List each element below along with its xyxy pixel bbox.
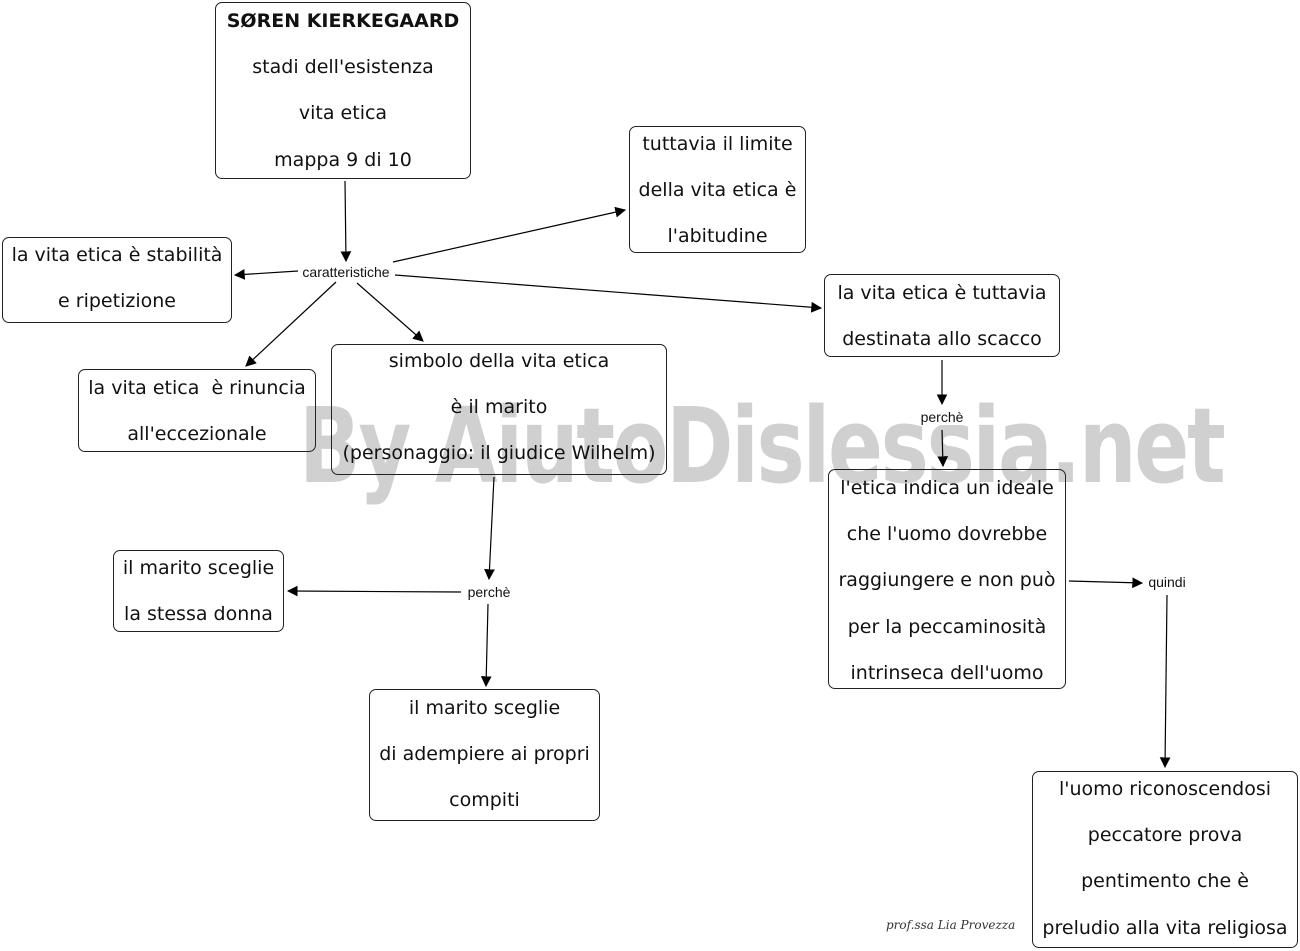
edge-caratteristiche-limite: [392, 206, 627, 263]
node-rinuncia: la vita etica è rinuncia all'eccezionale: [78, 369, 316, 452]
title-line-4: mappa 9 di 10: [274, 148, 412, 171]
simbolo-line-3: (personaggio: il giudice Wilhelm): [342, 442, 656, 465]
stessa-donna-line-1: il marito sceglie: [122, 557, 275, 579]
stabilita-line-2: e ripetizione: [58, 290, 176, 313]
limite-line-3: l'abitudine: [667, 225, 768, 248]
node-title: SØREN KIERKEGAARD stadi dell'esistenza v…: [215, 2, 471, 179]
edge-title-caratteristiche: [340, 180, 352, 263]
rinuncia-line-2: all'eccezionale: [127, 423, 267, 446]
stabilita-line-1: la vita etica è stabilità: [11, 244, 223, 266]
ideale-line-4: per la peccaminosità: [847, 615, 1047, 638]
edge-perche-compiti: [480, 603, 492, 688]
edge-ideale-quindi: [1068, 577, 1144, 589]
limite-line-1: tuttavia il limite: [642, 133, 793, 155]
title-line-1: SØREN KIERKEGAARD: [226, 10, 460, 32]
rinuncia-line-1: la vita etica è rinuncia: [88, 377, 306, 399]
limite-line-2: della vita etica è: [638, 179, 797, 202]
node-stessa-donna: il marito sceglie la stessa donna: [113, 550, 284, 632]
node-ideale: l'etica indica un ideale che l'uomo dovr…: [828, 469, 1066, 689]
edge-simbolo-perche: [484, 476, 495, 581]
scacco-line-2: destinata allo scacco: [842, 328, 1042, 351]
title-line-3: vita etica: [298, 102, 388, 125]
simbolo-line-2: è il marito: [450, 396, 548, 419]
link-label-perche-marito: perchè: [465, 584, 513, 600]
node-simbolo: simbolo della vita etica è il marito (pe…: [331, 344, 667, 475]
node-pentimento: l'uomo riconoscendosi peccatore prova pe…: [1032, 771, 1298, 948]
edge-caratteristiche-stabilita: [233, 268, 299, 280]
title-line-2: stadi dell'esistenza: [252, 56, 434, 79]
simbolo-line-1: simbolo della vita etica: [388, 350, 610, 372]
pentimento-line-3: pentimento che è: [1081, 870, 1249, 893]
ideale-line-1: l'etica indica un ideale: [840, 477, 1054, 499]
ideale-line-2: che l'uomo dovrebbe: [846, 523, 1048, 546]
link-label-caratteristiche: caratteristiche: [300, 264, 392, 280]
scacco-line-1: la vita etica è tuttavia: [837, 282, 1047, 304]
compiti-line-1: il marito sceglie: [408, 697, 561, 719]
edge-perche-ideale: [937, 429, 949, 468]
pentimento-line-1: l'uomo riconoscendosi: [1058, 778, 1272, 800]
ideale-line-5: intrinseca dell'uomo: [850, 661, 1044, 684]
node-limite: tuttavia il limite della vita etica è l'…: [629, 126, 806, 253]
edge-caratteristiche-rinuncia: [245, 281, 337, 367]
edge-perche-stessa-donna: [286, 585, 462, 597]
edge-caratteristiche-scacco: [394, 274, 823, 313]
stessa-donna-line-2: la stessa donna: [124, 603, 273, 626]
node-stabilita: la vita etica è stabilità e ripetizione: [2, 237, 232, 323]
compiti-line-3: compiti: [449, 789, 520, 812]
node-scacco: la vita etica è tuttavia destinata allo …: [824, 274, 1060, 357]
edge-caratteristiche-simbolo: [356, 282, 424, 342]
link-label-quindi: quindi: [1146, 574, 1188, 590]
pentimento-line-2: peccatore prova: [1087, 824, 1243, 847]
compiti-line-2: di adempiere ai propri: [379, 743, 590, 766]
link-label-perche-scacco: perchè: [918, 409, 966, 425]
ideale-line-3: raggiungere e non può: [838, 569, 1056, 592]
author-signature: prof.ssa Lia Provezza: [886, 918, 1016, 932]
node-compiti: il marito sceglie di adempiere ai propri…: [369, 689, 600, 821]
pentimento-line-4: preludio alla vita religiosa: [1042, 916, 1288, 939]
edge-quindi-pentimento: [1159, 594, 1171, 769]
